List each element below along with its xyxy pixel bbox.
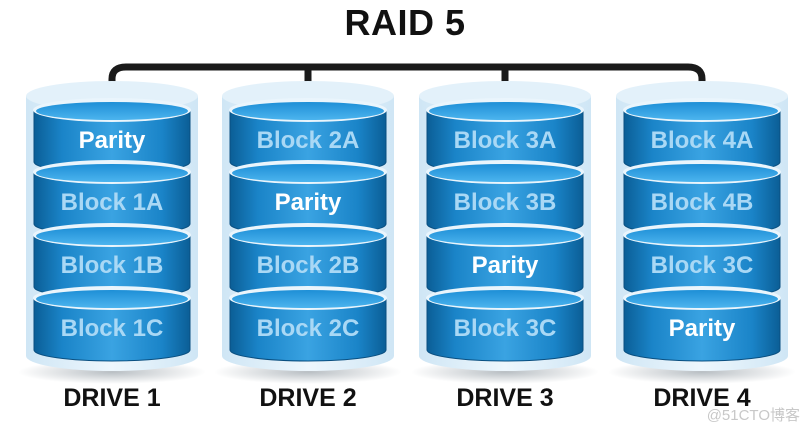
- watermark: @51CTO博客: [706, 407, 800, 424]
- disk-top: [232, 227, 384, 245]
- disk-body: [33, 297, 191, 362]
- disk-top: [429, 102, 581, 120]
- diagram-title: RAID 5: [344, 2, 466, 43]
- disk-top: [626, 102, 778, 120]
- block-label: Block 2B: [257, 252, 360, 279]
- disk-top: [36, 227, 188, 245]
- disk-top: [429, 164, 581, 182]
- disk-body: [623, 297, 781, 362]
- drive-label-2: DRIVE 2: [259, 384, 357, 412]
- drive-4: Block 4A Block 4B Block 3C Parity: [608, 81, 796, 384]
- disk-platter: Block 1B: [33, 223, 191, 299]
- block-label: Block 1A: [61, 189, 164, 216]
- block-label: Block 3C: [651, 252, 754, 279]
- disk-platter: Parity: [229, 160, 387, 236]
- disk-top: [626, 290, 778, 308]
- disk-platter: Block 3C: [623, 223, 781, 299]
- parity-label: Parity: [79, 127, 146, 154]
- disk-platter: Block 2A: [229, 98, 387, 174]
- block-label: Block 3A: [454, 127, 557, 154]
- disk-top: [429, 227, 581, 245]
- block-label: Block 4A: [651, 127, 754, 154]
- disk-platter: Parity: [426, 223, 584, 299]
- disk-platter: Block 4A: [623, 98, 781, 174]
- drive-label-4: DRIVE 4: [653, 384, 751, 412]
- block-label: Block 4B: [651, 189, 754, 216]
- disk-platter: Block 3A: [426, 98, 584, 174]
- bus-line: [108, 63, 706, 110]
- block-label: Block 3C: [454, 315, 557, 342]
- disk-top: [36, 290, 188, 308]
- disk-platter: Block 1C: [33, 286, 191, 362]
- block-label: Block 2A: [257, 127, 360, 154]
- block-label: Block 2C: [257, 315, 360, 342]
- parity-label: Parity: [275, 189, 342, 216]
- disk-top: [232, 164, 384, 182]
- disk-top: [232, 102, 384, 120]
- disk-platter: Block 4B: [623, 160, 781, 236]
- disk-platter: Block 2B: [229, 223, 387, 299]
- disk-platter: Block 3C: [426, 286, 584, 362]
- disk-body: [229, 297, 387, 362]
- disk-platter: Block 2C: [229, 286, 387, 362]
- disk-platter: Block 1A: [33, 160, 191, 236]
- block-label: Block 1B: [61, 252, 164, 279]
- disk-platter: Parity: [33, 98, 191, 174]
- block-label: Block 1C: [61, 315, 164, 342]
- block-label: Block 3B: [454, 189, 557, 216]
- parity-label: Parity: [472, 252, 539, 279]
- disk-top: [36, 102, 188, 120]
- parity-label: Parity: [669, 315, 736, 342]
- disk-platter: Parity: [623, 286, 781, 362]
- disk-top: [232, 290, 384, 308]
- disk-platter: Block 3B: [426, 160, 584, 236]
- disk-top: [626, 164, 778, 182]
- disk-body: [426, 297, 584, 362]
- disk-top: [429, 290, 581, 308]
- disk-top: [626, 227, 778, 245]
- drive-label-3: DRIVE 3: [456, 384, 554, 412]
- drive-label-1: DRIVE 1: [63, 384, 161, 412]
- disk-top: [36, 164, 188, 182]
